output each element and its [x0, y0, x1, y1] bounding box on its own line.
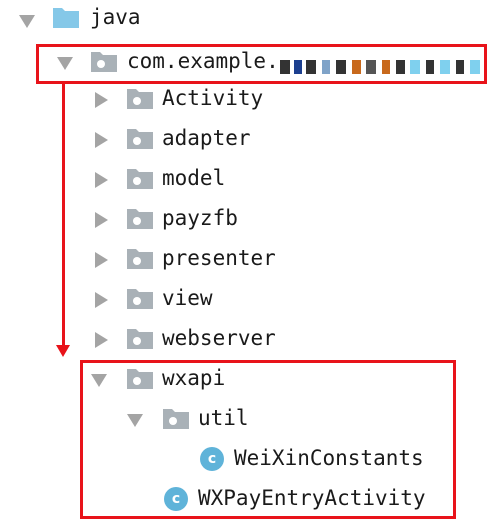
tree-row-model[interactable]: model: [0, 159, 490, 199]
tree-row-wxapi[interactable]: wxapi: [0, 359, 490, 399]
package-folder-icon: [127, 89, 153, 109]
package-folder-icon: [91, 52, 117, 72]
tree-label-folder: adapter: [162, 126, 251, 150]
source-folder-icon: [53, 8, 79, 28]
package-folder-icon: [127, 249, 153, 269]
tree-label-folder: webserver: [162, 326, 276, 350]
package-folder-icon: [127, 369, 153, 389]
class-icon: c: [164, 487, 188, 511]
tree-label-folder: payzfb: [162, 206, 238, 230]
collapsed-arrow-icon[interactable]: [92, 251, 110, 269]
collapsed-arrow-icon[interactable]: [92, 91, 110, 109]
tree-label-class: WXPayEntryActivity: [198, 486, 426, 510]
tree-row-java[interactable]: java: [0, 0, 490, 40]
tree-row-adapter[interactable]: adapter: [0, 119, 490, 159]
tree-label-java: java: [90, 5, 141, 29]
package-folder-icon: [127, 209, 153, 229]
obscured-package-name: [280, 50, 485, 76]
tree-row-wxpayentryactivity[interactable]: c WXPayEntryActivity: [0, 479, 490, 519]
tree-row-util[interactable]: util: [0, 399, 490, 439]
expand-arrow-icon[interactable]: [126, 411, 144, 429]
tree-row-view[interactable]: view: [0, 279, 490, 319]
tree-label-util: util: [198, 406, 249, 430]
highlight-arrowhead-icon: [56, 345, 70, 357]
tree-label-folder: Activity: [162, 86, 264, 110]
tree-row-activity[interactable]: Activity: [0, 79, 490, 119]
collapsed-arrow-icon[interactable]: [92, 131, 110, 149]
tree-label-folder: presenter: [162, 246, 276, 270]
tree-row-webserver[interactable]: webserver: [0, 319, 490, 359]
class-icon: c: [200, 447, 224, 471]
collapsed-arrow-icon[interactable]: [92, 211, 110, 229]
collapsed-arrow-icon[interactable]: [92, 291, 110, 309]
expand-arrow-icon[interactable]: [56, 54, 74, 72]
tree-label-wxapi: wxapi: [162, 366, 226, 390]
tree-row-package[interactable]: com.example.: [0, 42, 490, 82]
collapsed-arrow-icon[interactable]: [92, 171, 110, 189]
tree-row-presenter[interactable]: presenter: [0, 239, 490, 279]
package-folder-icon: [127, 289, 153, 309]
tree-label-class: WeiXinConstants: [234, 446, 424, 470]
tree-label-package: com.example.: [127, 49, 279, 73]
tree-label-folder: model: [162, 166, 226, 190]
package-folder-icon: [127, 329, 153, 349]
collapsed-arrow-icon[interactable]: [92, 331, 110, 349]
package-folder-icon: [127, 169, 153, 189]
package-folder-icon: [127, 129, 153, 149]
expand-arrow-icon[interactable]: [18, 12, 36, 30]
expand-arrow-icon[interactable]: [90, 371, 108, 389]
tree-label-folder: view: [162, 286, 213, 310]
tree-row-weixinconstants[interactable]: c WeiXinConstants: [0, 439, 490, 479]
tree-row-payzfb[interactable]: payzfb: [0, 199, 490, 239]
package-folder-icon: [163, 409, 189, 429]
highlight-connector-line: [62, 84, 65, 346]
